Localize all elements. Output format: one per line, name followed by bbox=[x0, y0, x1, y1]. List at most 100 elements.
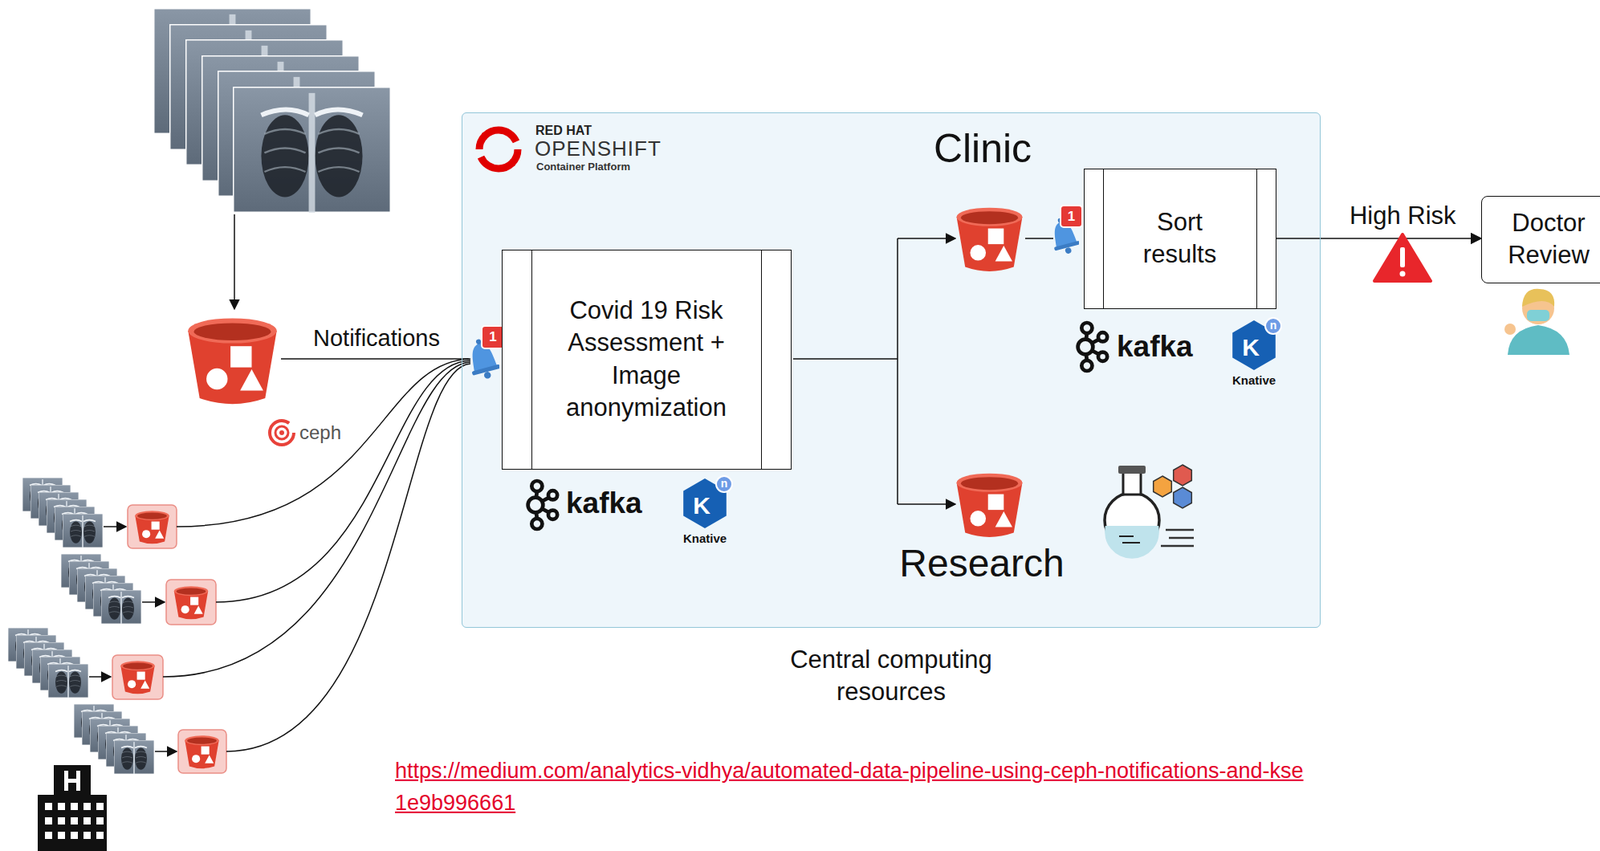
xray-stack bbox=[22, 477, 103, 548]
callout-number: 1 bbox=[488, 329, 497, 346]
flow-arrow bbox=[154, 750, 177, 753]
badge bbox=[1060, 205, 1083, 228]
doctor-icon bbox=[1507, 325, 1570, 355]
research-flask bbox=[1104, 525, 1160, 559]
ceph-logo bbox=[269, 420, 294, 445]
knative-logo bbox=[716, 476, 733, 493]
hospital-icon bbox=[96, 831, 104, 839]
notification-line bbox=[280, 358, 469, 360]
edge-group bbox=[1276, 238, 1482, 240]
kafka-logo bbox=[1078, 322, 1108, 371]
hospital-icon bbox=[83, 802, 91, 811]
flow-arrow bbox=[103, 525, 127, 528]
logo-text: n bbox=[720, 476, 729, 491]
research-flask bbox=[1104, 464, 1194, 559]
xray-stack bbox=[113, 740, 155, 774]
storage-bucket bbox=[187, 317, 277, 404]
research-flask bbox=[1160, 529, 1194, 546]
research-flask bbox=[1123, 472, 1141, 495]
doctor-icon bbox=[1504, 323, 1516, 335]
hospital-icon bbox=[57, 831, 66, 839]
doctor-icon bbox=[1526, 309, 1550, 322]
kafka-logo bbox=[528, 480, 558, 530]
source-link: 1e9b996661 bbox=[394, 789, 516, 816]
logo-text: n bbox=[1270, 318, 1278, 333]
hospital-icon bbox=[70, 831, 78, 839]
flow-line bbox=[793, 238, 898, 505]
process-box: Sort results bbox=[1083, 168, 1277, 310]
panel-heading: Clinic bbox=[933, 122, 1032, 176]
logo-text: OPENSHIFT bbox=[534, 136, 662, 162]
small-bucket bbox=[112, 655, 163, 700]
small-bucket bbox=[112, 504, 227, 774]
hospital-icon bbox=[53, 765, 91, 798]
box-label: Sort results bbox=[1119, 206, 1241, 272]
storage-bucket bbox=[956, 207, 1023, 272]
flow-line bbox=[897, 237, 956, 240]
xray-stack bbox=[8, 627, 89, 698]
small-bucket bbox=[178, 729, 227, 774]
xray-stack bbox=[62, 513, 103, 548]
knative-logo bbox=[1265, 317, 1282, 334]
openshift-logo bbox=[505, 158, 516, 171]
area-label: Research bbox=[899, 540, 1064, 587]
ceph-logo bbox=[279, 430, 285, 436]
hospital-icon bbox=[70, 802, 78, 811]
logo-text: Knative bbox=[1232, 373, 1276, 388]
line-label: Notifications bbox=[313, 324, 440, 353]
warning-icon bbox=[1400, 271, 1406, 277]
xray-stack bbox=[48, 663, 89, 698]
logo-text: RED HAT bbox=[535, 122, 592, 139]
small-bucket bbox=[120, 660, 155, 694]
caption-note: Central computing resources bbox=[766, 643, 1016, 709]
hospital-icon bbox=[83, 817, 91, 825]
openshift-logo bbox=[481, 128, 492, 140]
review-box: Doctor Review bbox=[1481, 195, 1600, 284]
warning-icon bbox=[1400, 247, 1405, 268]
flow-line bbox=[793, 238, 1054, 505]
logo-text: kafka bbox=[1116, 329, 1193, 365]
logo-text: Knative bbox=[683, 531, 727, 546]
hospital-icon bbox=[44, 831, 53, 839]
flow-line bbox=[1025, 237, 1054, 240]
hospital-icon bbox=[57, 817, 66, 825]
logo-text: K bbox=[1241, 333, 1260, 363]
xray-stack bbox=[61, 553, 142, 624]
hospital-icon bbox=[83, 831, 91, 839]
notification-curve bbox=[215, 360, 471, 603]
flow-arrow bbox=[89, 526, 177, 752]
hospital-icon bbox=[57, 802, 66, 811]
panel-ground bbox=[461, 112, 1321, 628]
ceph-logo bbox=[275, 426, 289, 440]
storage-bucket bbox=[956, 473, 1023, 538]
ceph-logo bbox=[269, 420, 294, 445]
notification-curve bbox=[162, 362, 471, 677]
doctor-icon bbox=[1504, 289, 1570, 355]
flow-arrow bbox=[142, 601, 165, 603]
research-flask bbox=[1153, 476, 1173, 497]
platform-panel: Covid 19 Risk Assessment + Image anonymi… bbox=[461, 112, 1321, 628]
xray-stack bbox=[153, 8, 391, 213]
box-label: Covid 19 Risk Assessment + Image anonymi… bbox=[553, 294, 740, 424]
hospital-icon bbox=[70, 817, 78, 825]
hospital-icon bbox=[96, 802, 104, 811]
warning-icon bbox=[1374, 234, 1431, 281]
flow-arrow bbox=[233, 214, 236, 310]
box-label: Doctor Review bbox=[1492, 207, 1600, 273]
edge-label: High Risk bbox=[1349, 200, 1457, 231]
process-box: Covid 19 Risk Assessment + Image anonymi… bbox=[501, 249, 792, 470]
notification-curve bbox=[162, 358, 471, 752]
research-flask bbox=[1118, 465, 1146, 474]
xray-stack bbox=[101, 590, 142, 624]
research-flask bbox=[1119, 536, 1140, 543]
notification-curve bbox=[176, 358, 471, 527]
hospital-icon bbox=[44, 817, 53, 825]
xray-stack bbox=[73, 704, 155, 774]
research-flask bbox=[1173, 464, 1193, 486]
xray-stack bbox=[232, 86, 391, 213]
small-bucket bbox=[134, 510, 169, 544]
small-bucket bbox=[174, 586, 208, 619]
